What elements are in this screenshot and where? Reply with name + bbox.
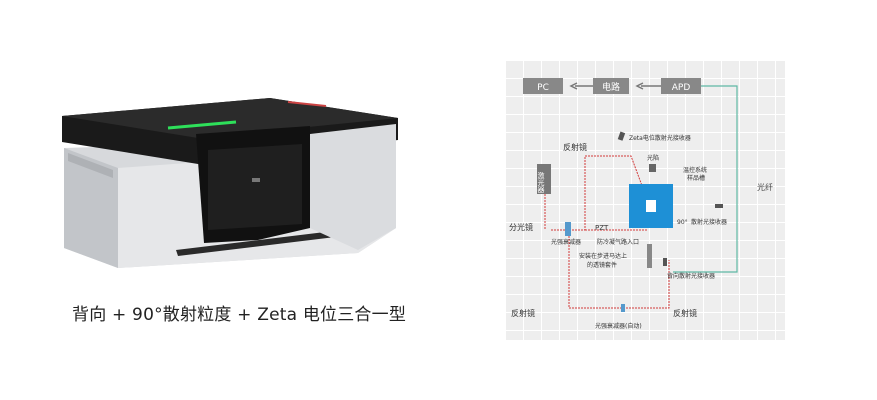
trap-label: 光陷 [647,154,659,162]
ninety-receiver-icon [715,204,723,208]
anti-condense-label: 防冷凝气路入口 [597,238,639,246]
temp-sample-label-2: 样品槽 [687,174,705,182]
attenuator-label: 光强衰减器 [551,238,581,246]
pzt-label: PZT [595,224,609,232]
auto-attenuator-label: 光强衰减器(自动) [595,322,642,330]
lens-kit-icon [647,244,652,268]
stepper-label-2: 的透镜套件 [587,261,617,269]
auto-attenuator-icon [621,304,625,312]
laser-label: 激光器 [537,171,545,194]
circuit-label: 电路 [602,81,620,93]
apd-label: APD [672,83,691,93]
stepper-label: 安装在步进马达上 [579,252,627,260]
trap-icon [649,164,656,172]
zeta-receiver-label: Zeta电位散射光接收器 [629,134,691,142]
ninety-label: 90° [677,219,688,226]
optical-diagram: PC 电路 APD 光纤 激光器 Zeta电位散射光接收器 光陷 温控系统 样品… [505,60,785,340]
fiber-label: 光纤 [757,182,773,192]
product-caption: 背向 + 90°散射粒度 + Zeta 电位三合一型 [72,305,407,325]
status-light [167,120,237,130]
ninety-receiver-label: 散射光接收器 [691,218,727,226]
laser-path [551,155,670,309]
pc-label: PC [537,83,549,93]
apd-box [661,78,701,94]
temp-sample-label: 温控系统 [683,166,707,174]
zeta-receiver-icon [617,131,626,141]
reflector-top-label: 反射镜 [563,142,587,152]
reflector-bl-label: 反射镜 [511,308,535,318]
laser-source [537,164,551,194]
pc-box [523,78,563,94]
instrument-image [62,98,398,268]
back-receiver-label: 背向散射光接收器 [667,272,715,280]
back-receiver-icon [663,258,667,266]
reflector-br-label: 反射镜 [673,308,697,318]
circuit-box [593,78,629,94]
splitter-icon [565,222,571,236]
splitter-label: 分光镜 [509,222,533,232]
fiber-path [673,85,738,273]
